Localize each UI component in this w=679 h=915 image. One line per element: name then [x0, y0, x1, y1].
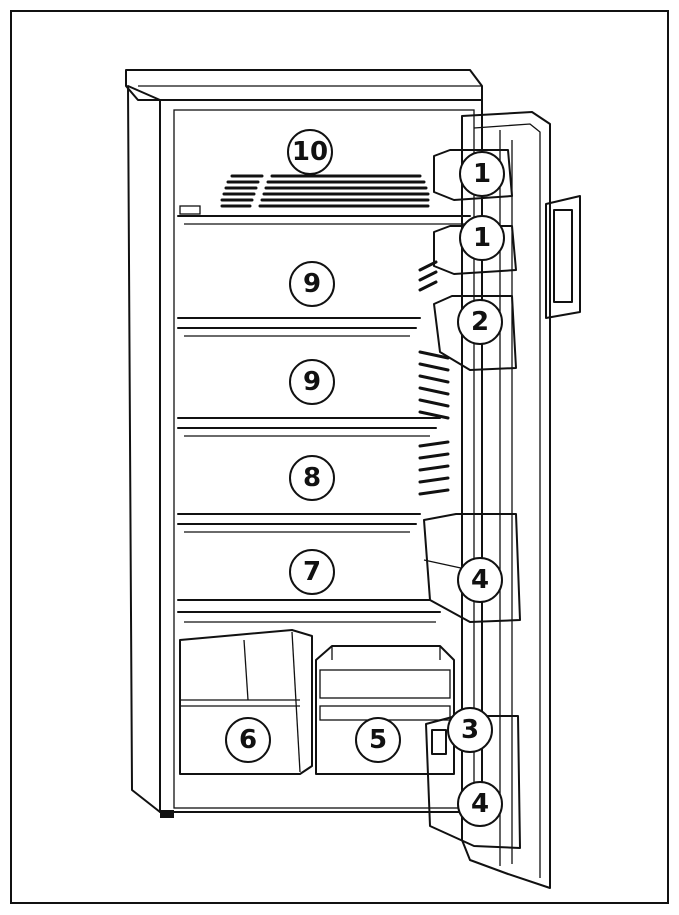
cabinet	[125, 69, 483, 818]
svg-text:9: 9	[303, 269, 321, 299]
crisper-drawer-left	[179, 629, 313, 775]
svg-text:6: 6	[239, 725, 257, 755]
callout-1-lower: 1	[459, 215, 505, 261]
svg-text:9: 9	[303, 367, 321, 397]
callout-7: 7	[289, 549, 335, 595]
callout-9-upper: 9	[289, 261, 335, 307]
shelves	[177, 317, 441, 623]
svg-text:1: 1	[473, 159, 491, 189]
shelf-middle	[177, 417, 441, 437]
door-bin-top-1	[433, 149, 513, 201]
callout-8: 8	[289, 455, 335, 501]
callout-2: 2	[457, 299, 503, 345]
freezer-compartment	[177, 174, 471, 225]
callout-4-lower: 4	[457, 781, 503, 827]
door-bin-top-2	[433, 225, 517, 275]
svg-text:10: 10	[292, 137, 328, 167]
callout-10: 10	[287, 129, 333, 175]
svg-text:1: 1	[473, 223, 491, 253]
shelf-support-rails	[418, 260, 450, 496]
svg-text:4: 4	[471, 565, 489, 595]
door-bin-middle	[433, 295, 517, 371]
shelf-upper	[177, 317, 421, 337]
callout-3: 3	[447, 707, 493, 753]
shelf-bottom	[177, 599, 441, 623]
crisper-drawers	[179, 629, 455, 775]
svg-text:7: 7	[303, 557, 321, 587]
shelf-lower	[177, 513, 421, 533]
svg-text:3: 3	[461, 715, 479, 745]
callout-5: 5	[355, 717, 401, 763]
callout-6: 6	[225, 717, 271, 763]
callout-4-upper: 4	[457, 557, 503, 603]
svg-text:4: 4	[471, 789, 489, 819]
door-latch	[431, 729, 447, 755]
svg-text:2: 2	[471, 307, 489, 337]
callout-9-lower: 9	[289, 359, 335, 405]
svg-text:5: 5	[369, 725, 387, 755]
figure-border	[10, 10, 669, 904]
open-door	[423, 111, 581, 889]
svg-text:8: 8	[303, 463, 321, 493]
callout-1-upper: 1	[459, 151, 505, 197]
